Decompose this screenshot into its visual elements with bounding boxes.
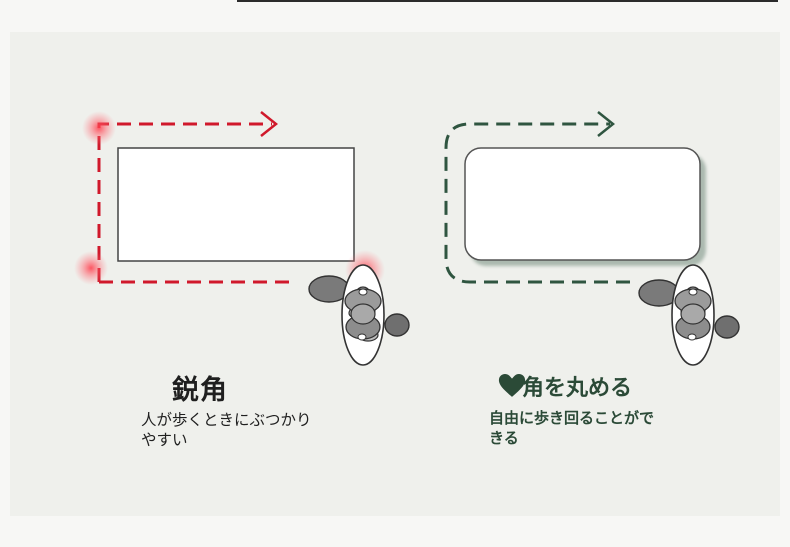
top-divider: [237, 0, 778, 2]
person-topdown-icon: [638, 264, 740, 366]
collision-glow-top-left: [82, 111, 116, 145]
heart-icon: [498, 374, 526, 397]
sharp-arrow-head: [260, 111, 279, 137]
rounded-corner-diagram: [444, 111, 740, 366]
rounded-table: [464, 147, 701, 261]
sharp-table: [117, 147, 355, 262]
rounded-walking-path: [444, 122, 630, 284]
collision-glow-bottom-left: [74, 251, 108, 285]
rounded-arrow-head: [597, 111, 616, 137]
sharp-description: 人が歩くときにぶつかりやすい: [141, 411, 312, 449]
rounded-title-row: 角を丸める: [498, 370, 632, 402]
diagram-panel: [10, 32, 780, 516]
sharp-corner-diagram: [74, 111, 410, 366]
rounded-title: 角を丸める: [522, 376, 633, 401]
person-topdown-icon: [308, 264, 410, 366]
sharp-title: 鋭角: [172, 375, 228, 406]
rounded-description: 自由に歩き回ることができる: [489, 409, 655, 447]
